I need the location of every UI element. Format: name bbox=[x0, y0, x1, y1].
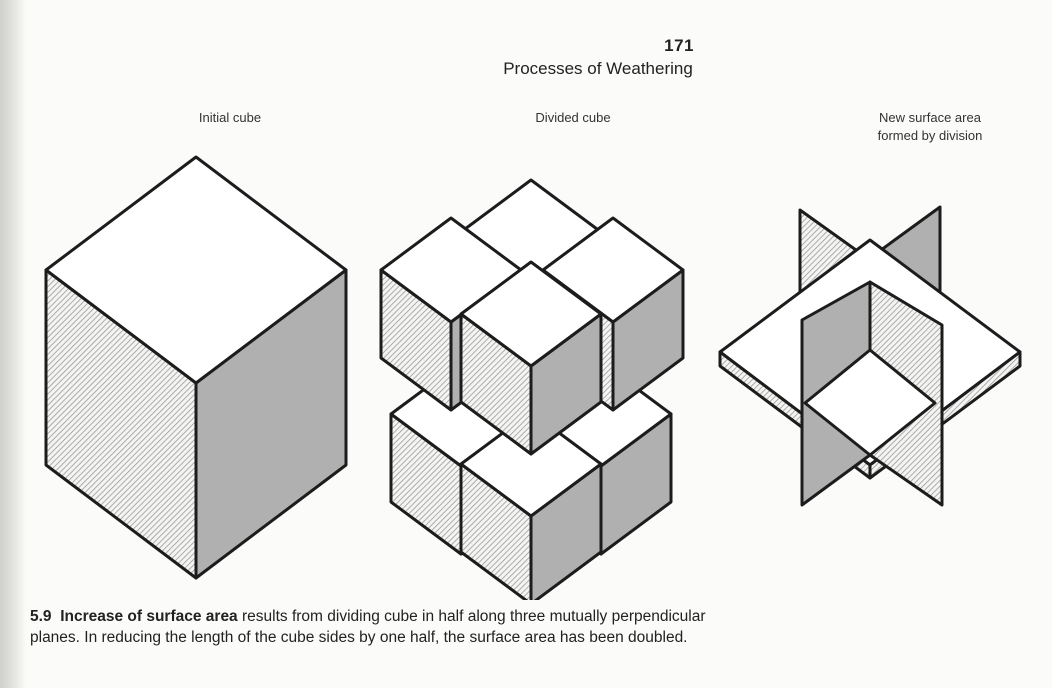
panel-label-new-surface: New surface area formed by division bbox=[877, 110, 983, 143]
page-gutter-shadow bbox=[0, 0, 26, 688]
initial-cube-top-face bbox=[44, 155, 348, 385]
caption-title: Increase of surface area bbox=[60, 608, 238, 625]
caption-number: 5.9 bbox=[30, 608, 52, 625]
sub-cube-7-top-face bbox=[459, 260, 603, 368]
divided-cube bbox=[379, 178, 685, 600]
running-head: Processes of Weathering bbox=[503, 59, 693, 78]
page-number: 171 bbox=[664, 36, 694, 55]
plane-inner-face bbox=[803, 348, 937, 457]
sub-cube-3-top-face bbox=[459, 410, 603, 518]
figure-caption: 5.9 Increase of surface area results fro… bbox=[30, 606, 730, 648]
panel-label-divided: Divided cube bbox=[535, 110, 611, 125]
initial-cube bbox=[44, 155, 348, 580]
surface-area-figure bbox=[44, 155, 1022, 600]
caption-text: results from dividing cube in half along… bbox=[30, 608, 706, 646]
panel-label-initial: Initial cube bbox=[198, 110, 262, 125]
new-surface-planes bbox=[718, 205, 1022, 507]
